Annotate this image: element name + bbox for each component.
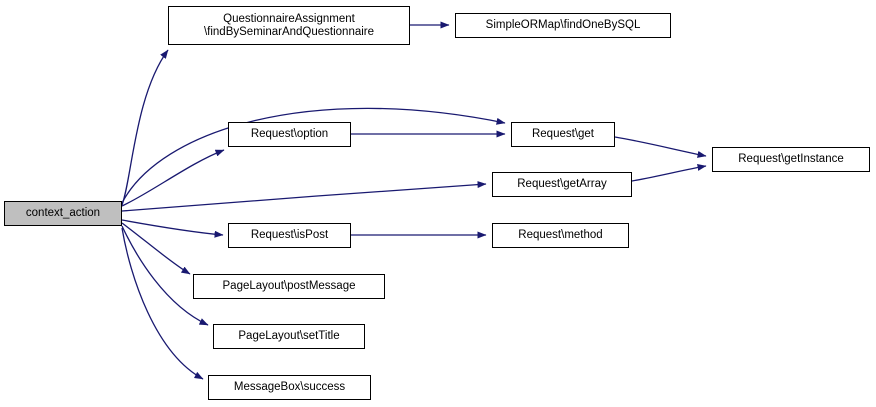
node-request-method[interactable]: Request\method xyxy=(492,223,629,248)
node-context-action[interactable]: context_action xyxy=(4,201,122,226)
node-request-get[interactable]: Request\get xyxy=(511,122,615,147)
node-request-get-array[interactable]: Request\getArray xyxy=(492,172,632,197)
node-simpleormap-find-one-by-sql[interactable]: SimpleORMap\findOneBySQL xyxy=(455,13,671,38)
node-messagebox-success[interactable]: MessageBox\success xyxy=(208,375,371,400)
node-pagelayout-post-message[interactable]: PageLayout\postMessage xyxy=(193,274,385,299)
node-request-get-instance[interactable]: Request\getInstance xyxy=(712,147,870,172)
node-request-is-post[interactable]: Request\isPost xyxy=(228,223,351,248)
node-pagelayout-set-title[interactable]: PageLayout\setTitle xyxy=(213,324,365,349)
node-questionnaire-assignment-find-by-seminar-and-questionnaire[interactable]: QuestionnaireAssignment \findBySeminarAn… xyxy=(168,6,410,45)
node-request-option[interactable]: Request\option xyxy=(228,122,351,147)
